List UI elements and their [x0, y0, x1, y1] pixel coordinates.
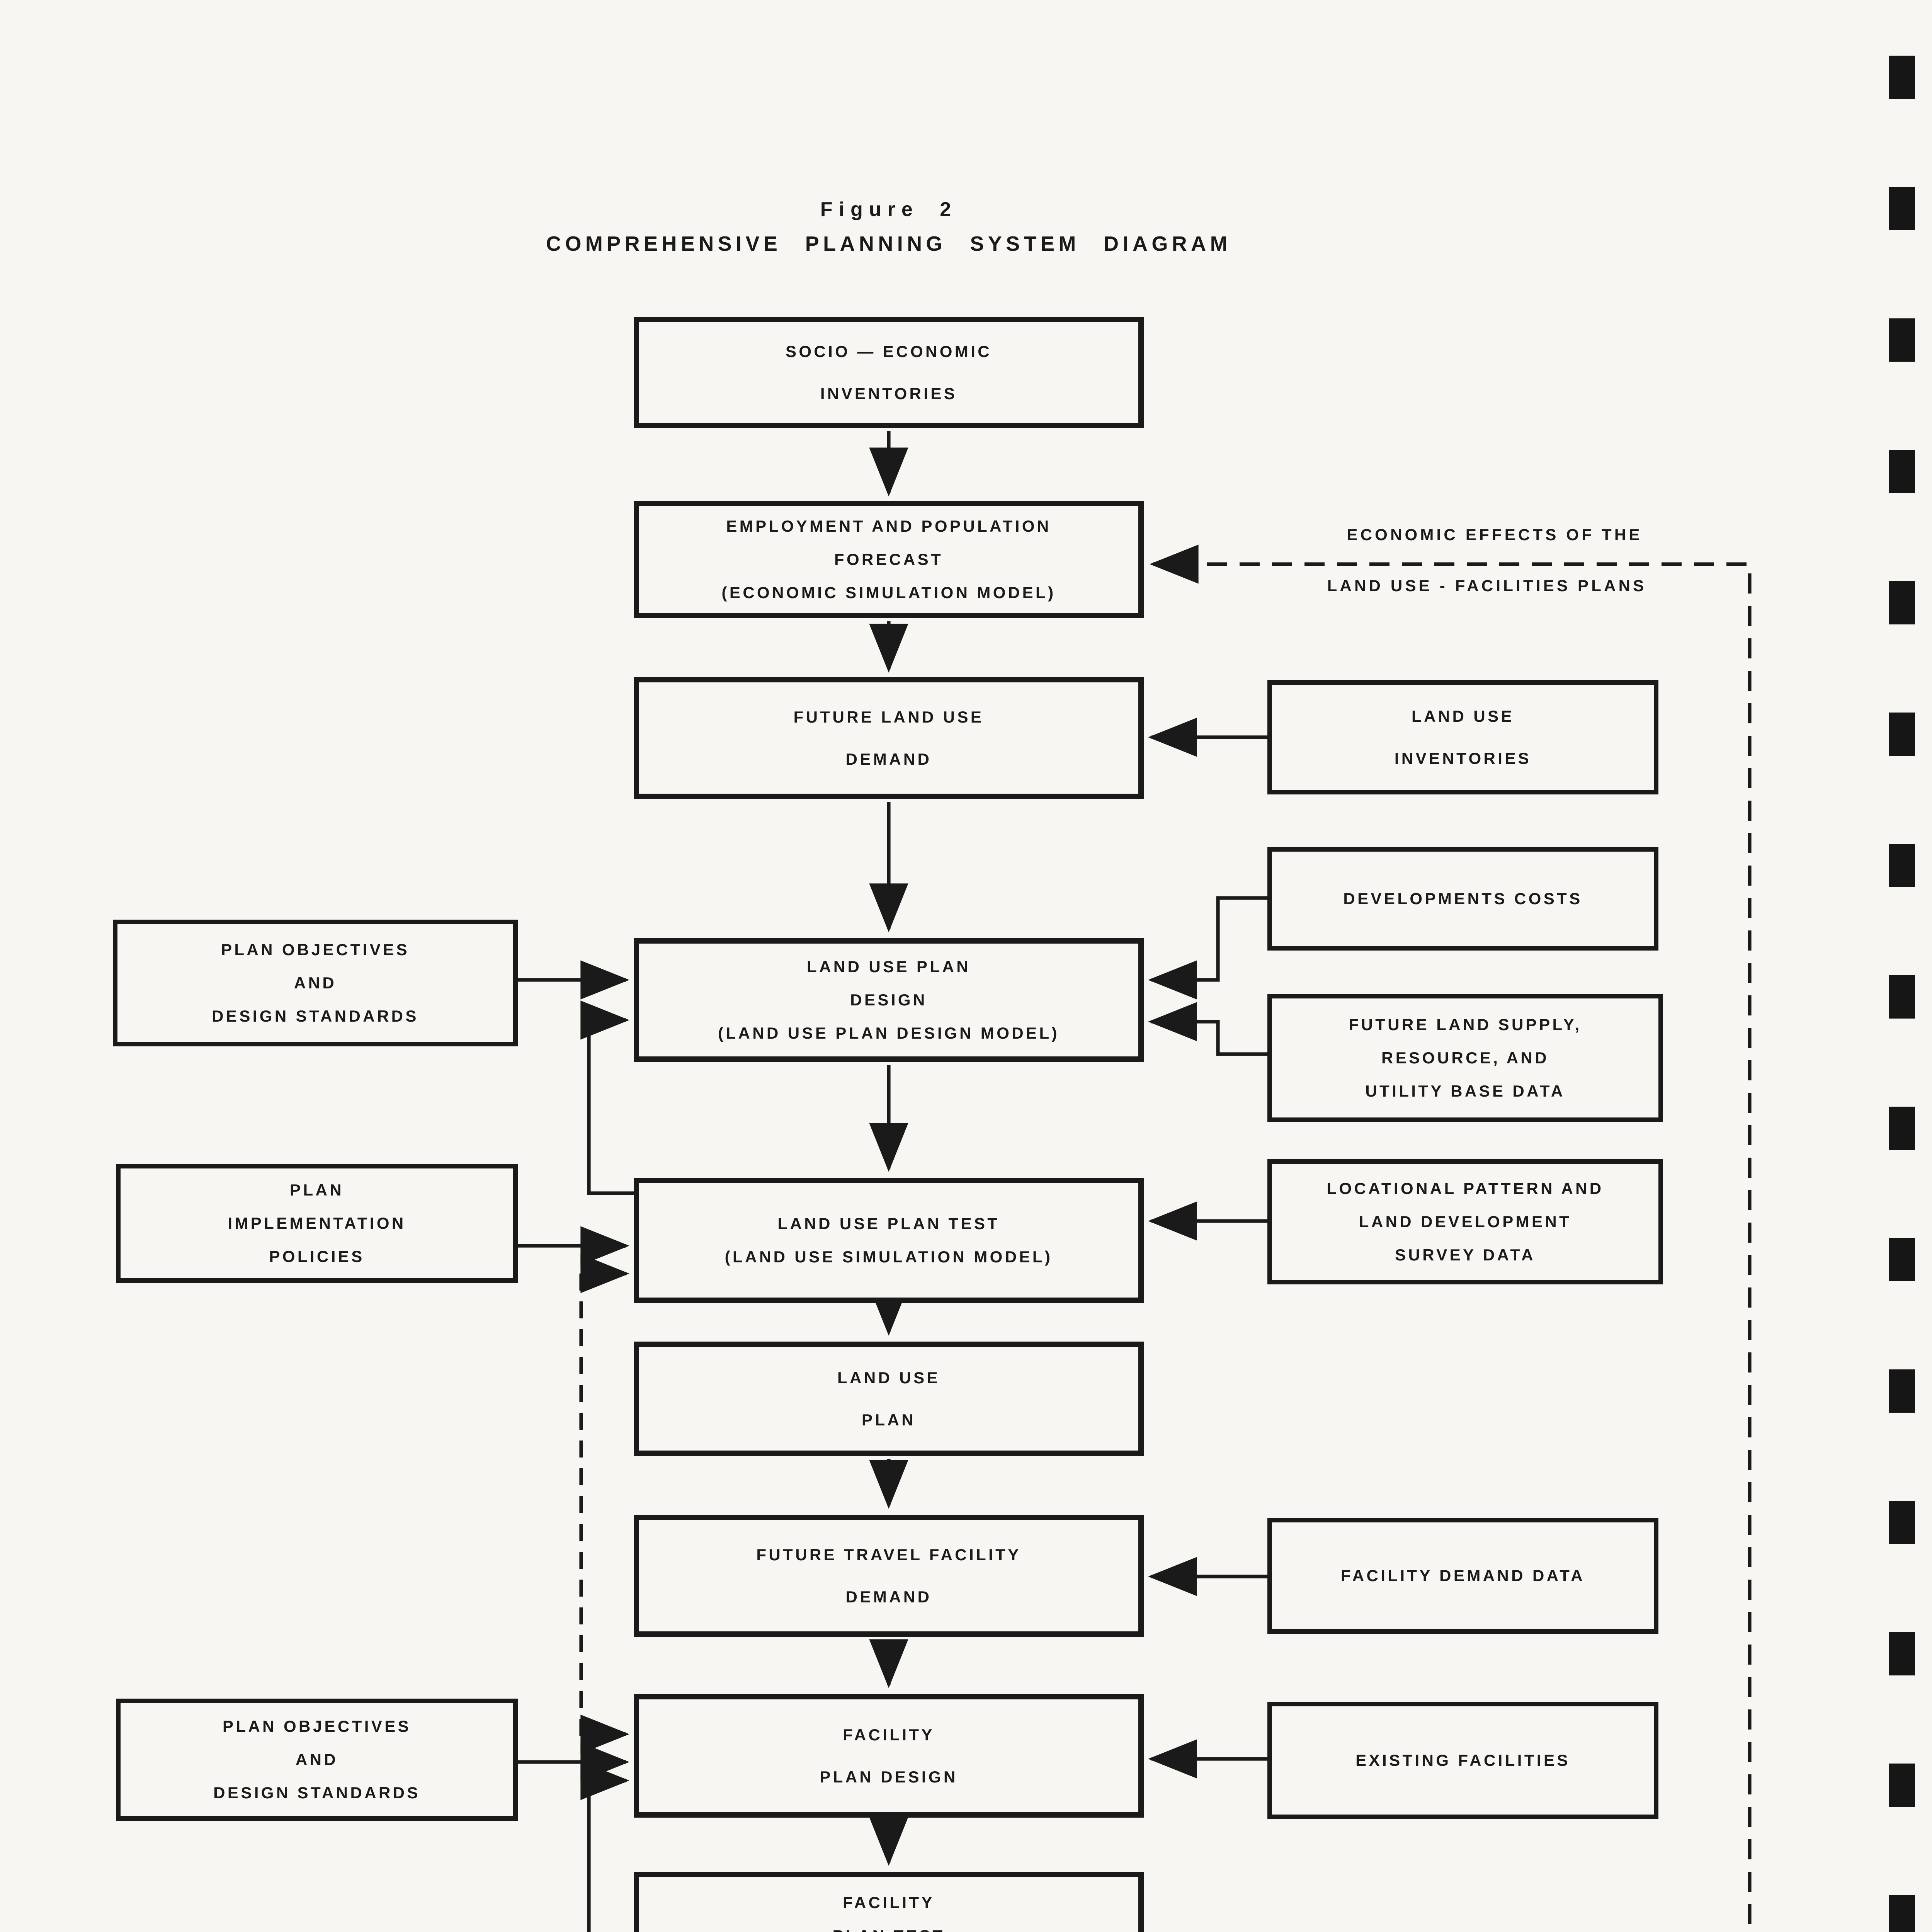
node-label: FUTURE TRAVEL FACILITY DEMAND [756, 1545, 1021, 1606]
node-developments-costs: DEVELOPMENTS COSTS [1267, 847, 1658, 951]
node-existing-facilities: EXISTING FACILITIES [1267, 1702, 1658, 1819]
feedback-facility-test-to-facility-design [580, 1761, 629, 1932]
node-label: PLAN IMPLEMENTATION POLICIES [228, 1180, 406, 1266]
node-label: LAND USE PLAN [837, 1368, 940, 1429]
node-label: LAND USE PLAN DESIGN (LAND USE PLAN DESI… [718, 957, 1060, 1043]
node-label: LAND USE PLAN TEST (LAND USE SIMULATION … [724, 1214, 1053, 1266]
node-facility-plan-test: FACILITY PLAN TEST (FACILITY SIMULATION … [634, 1872, 1144, 1932]
node-land-use-plan: LAND USE PLAN [634, 1342, 1144, 1456]
feedback-note-line2: LAND USE - FACILITIES PLANS [1327, 577, 1647, 595]
node-locational-pattern-survey: LOCATIONAL PATTERN AND LAND DEVELOPMENT … [1267, 1159, 1663, 1284]
node-label: DEVELOPMENTS COSTS [1343, 889, 1583, 908]
node-label: FACILITY PLAN TEST (FACILITY SIMULATION … [833, 1893, 943, 1932]
node-label: PLAN OBJECTIVES AND DESIGN STANDARDS [212, 940, 419, 1026]
node-label: LAND USE INVENTORIES [1394, 707, 1532, 767]
node-plan-objectives-lower: PLAN OBJECTIVES AND DESIGN STANDARDS [116, 1699, 518, 1821]
feedback-plan-test-to-plan-design [580, 1000, 634, 1195]
node-facility-demand-data: FACILITY DEMAND DATA [1267, 1518, 1658, 1634]
node-land-use-inventories: LAND USE INVENTORIES [1267, 680, 1658, 794]
node-label: PLAN OBJECTIVES AND DESIGN STANDARDS [213, 1717, 420, 1802]
node-label: FACILITY DEMAND DATA [1341, 1566, 1585, 1585]
node-label: SOCIO — ECONOMIC INVENTORIES [785, 342, 992, 403]
figure-heading: COMPREHENSIVE PLANNING SYSTEM DIAGRAM [546, 232, 1231, 255]
figure-title-block: Figure 2 COMPREHENSIVE PLANNING SYSTEM D… [232, 198, 1546, 256]
arrow-dev-costs-to-plan-design [1148, 896, 1267, 1000]
node-future-land-supply: FUTURE LAND SUPPLY, RESOURCE, AND UTILIT… [1267, 994, 1663, 1122]
node-employment-population-forecast: EMPLOYMENT AND POPULATION FORECAST (ECON… [634, 501, 1144, 618]
node-label: EXISTING FACILITIES [1355, 1751, 1570, 1769]
figure-number: Figure 2 [820, 198, 957, 221]
node-future-land-use-demand: FUTURE LAND USE DEMAND [634, 677, 1144, 799]
node-land-use-plan-design: LAND USE PLAN DESIGN (LAND USE PLAN DESI… [634, 938, 1144, 1062]
node-label: LOCATIONAL PATTERN AND LAND DEVELOPMENT … [1327, 1179, 1604, 1264]
feedback-note-line1: ECONOMIC EFFECTS OF THE [1347, 526, 1643, 544]
binding-marks [1889, 56, 1915, 1932]
arrow-land-supply-to-plan-design [1148, 1002, 1267, 1056]
node-socio-economic-inventories: SOCIO — ECONOMIC INVENTORIES [634, 317, 1144, 428]
node-label: FUTURE LAND USE DEMAND [793, 707, 984, 768]
node-land-use-plan-test: LAND USE PLAN TEST (LAND USE SIMULATION … [634, 1178, 1144, 1303]
node-label: FACILITY PLAN DESIGN [820, 1725, 958, 1786]
node-future-travel-facility-demand: FUTURE TRAVEL FACILITY DEMAND [634, 1515, 1144, 1637]
node-label: FUTURE LAND SUPPLY, RESOURCE, AND UTILIT… [1349, 1015, 1582, 1100]
node-facility-plan-design: FACILITY PLAN DESIGN [634, 1694, 1144, 1818]
node-label: EMPLOYMENT AND POPULATION FORECAST (ECON… [721, 517, 1056, 602]
dashed-arrow-into-facility-design [579, 1274, 629, 1754]
node-plan-implementation-policies: PLAN IMPLEMENTATION POLICIES [116, 1164, 518, 1283]
node-plan-objectives-upper: PLAN OBJECTIVES AND DESIGN STANDARDS [113, 920, 518, 1046]
